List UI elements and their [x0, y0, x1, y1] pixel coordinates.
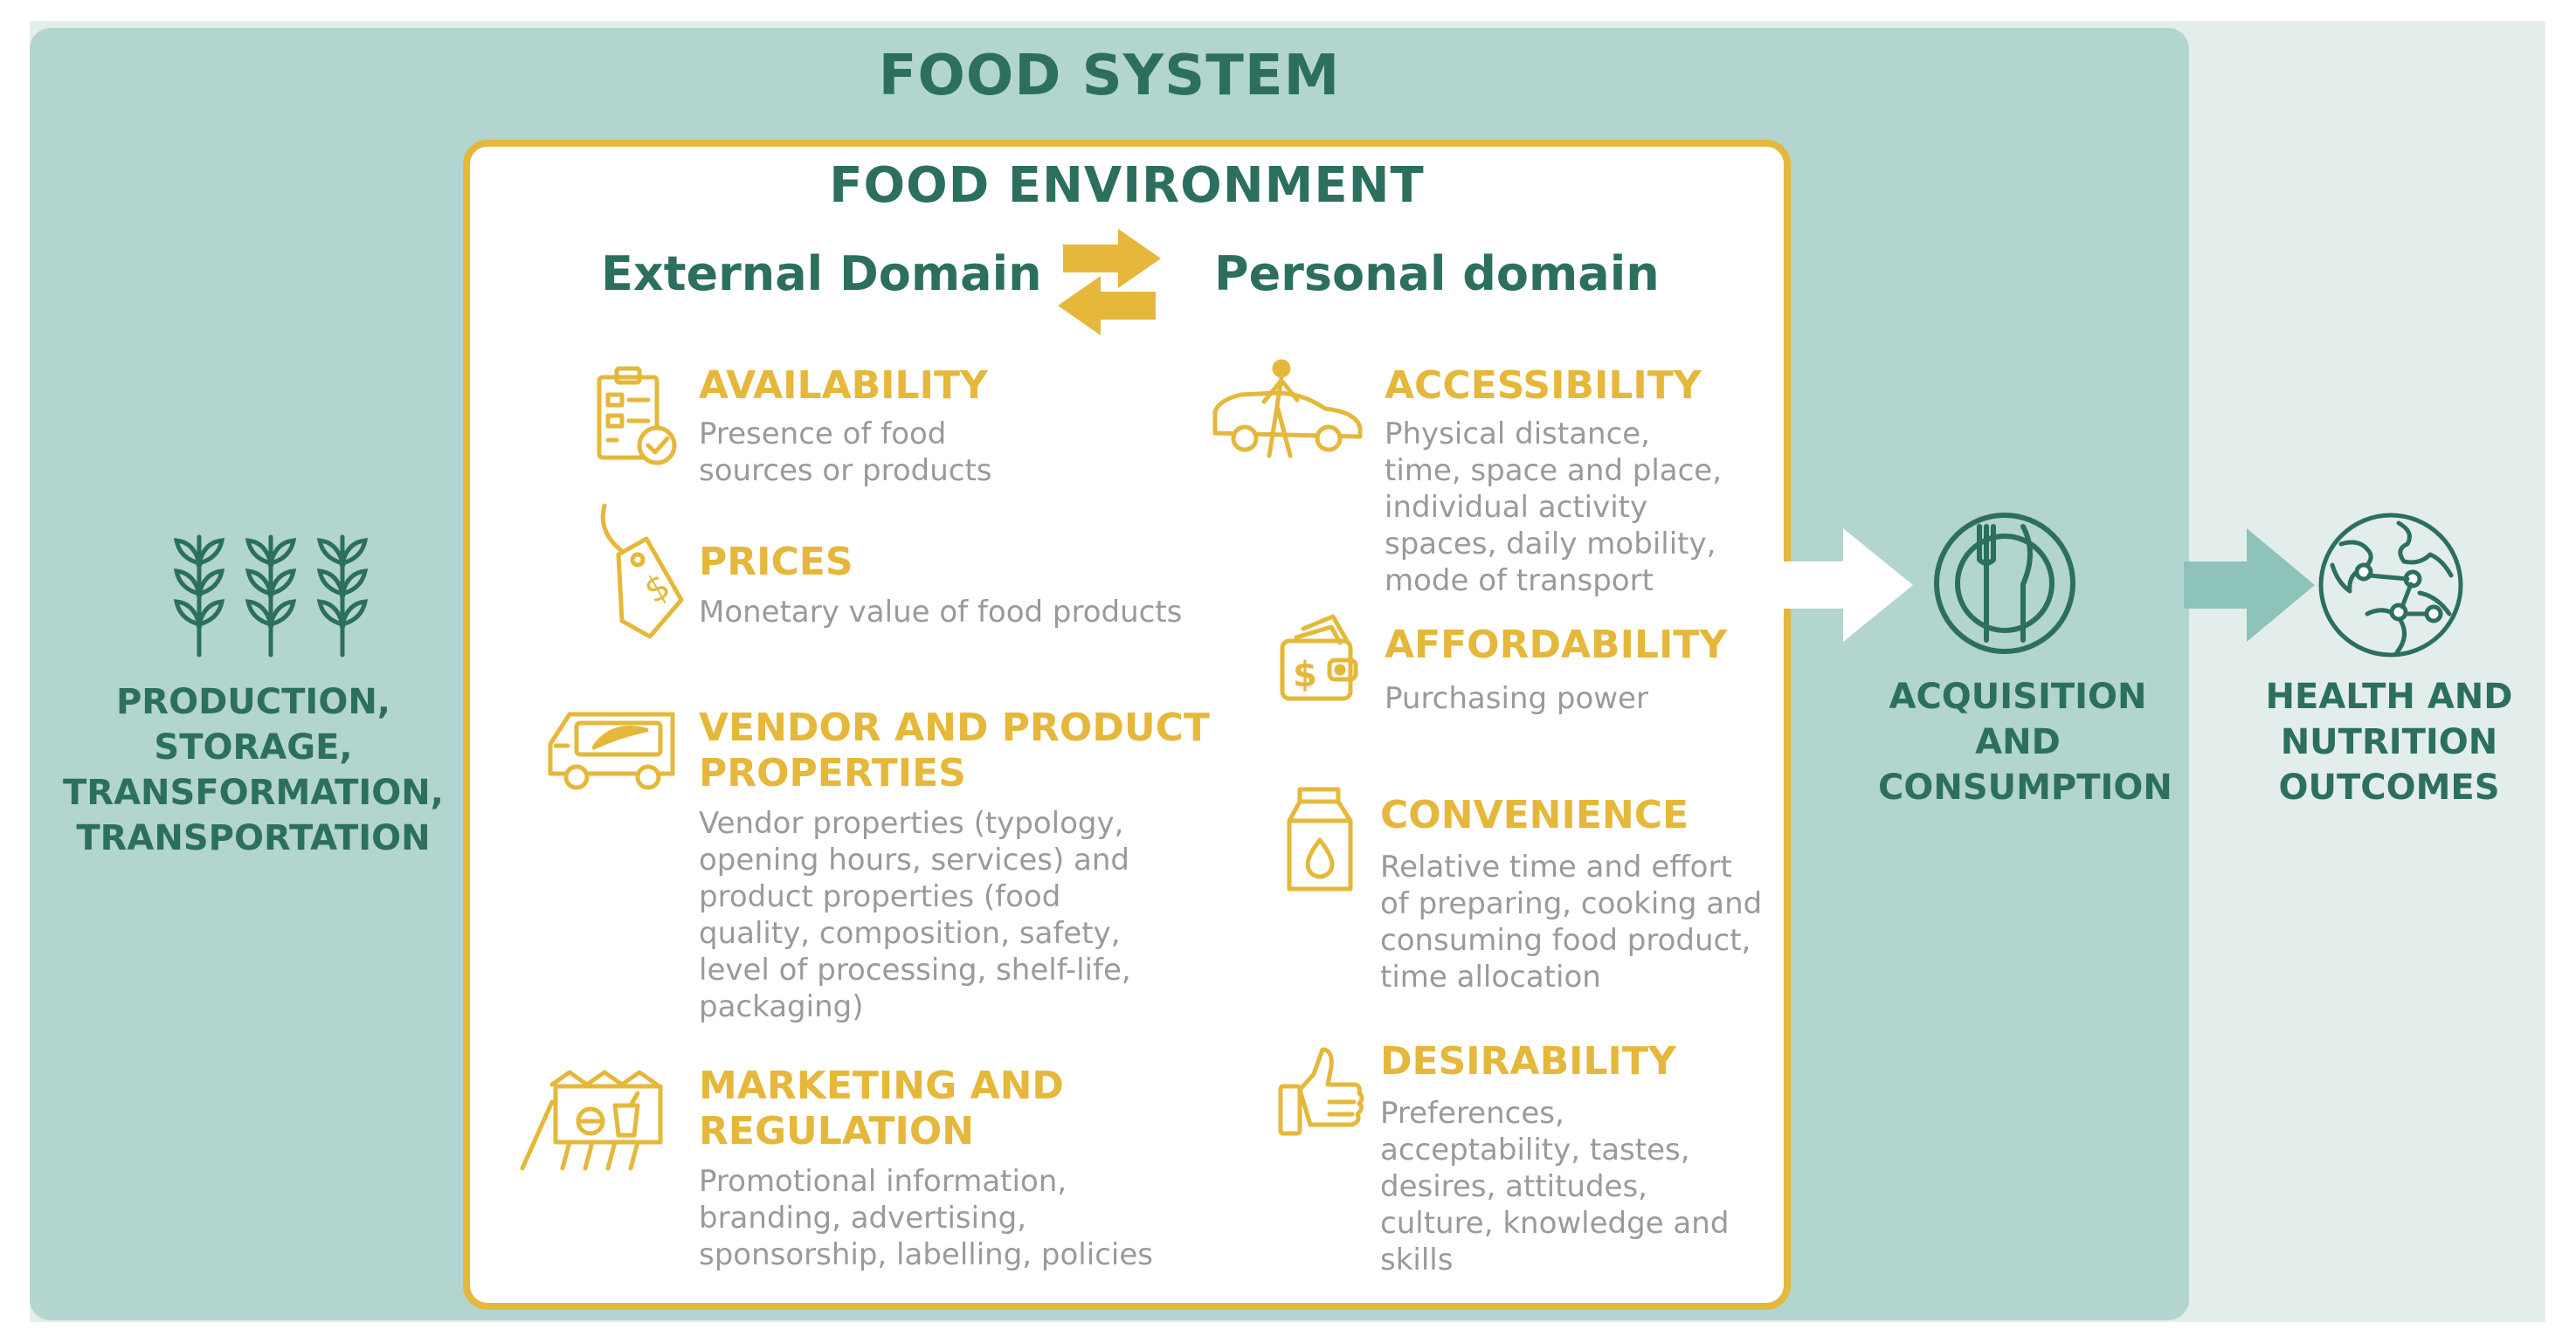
desirability-block: DESIRABILITY Preferences, acceptability,…	[1380, 1039, 1729, 1278]
external-domain-heading: External Domain	[601, 246, 1042, 301]
globe-icon	[2318, 513, 2463, 658]
affordability-description: Purchasing power	[1385, 681, 1648, 716]
acquisition-label: ACQUISITION AND CONSUMPTION	[1878, 677, 2172, 808]
prices-title: PRICES	[699, 540, 853, 584]
food-environment-panel	[463, 140, 1791, 1310]
convenience-description: Relative time and effort of preparing, c…	[1380, 850, 1763, 995]
convenience-title: CONVENIENCE	[1380, 793, 1689, 837]
food-environment-title: FOOD ENVIRONMENT	[829, 157, 1425, 214]
affordability-block: AFFORDABILITY Purchasing power	[1385, 623, 1727, 717]
availability-description: Presence of food sources or products	[699, 417, 992, 488]
food-system-title: FOOD SYSTEM	[878, 44, 1341, 108]
exchange-arrows-icon	[1058, 229, 1161, 335]
desirability-title: DESIRABILITY	[1380, 1039, 1676, 1084]
thumbs-up-icon	[1278, 1047, 1364, 1136]
prices-block: PRICES Monetary value of food products	[699, 540, 1182, 630]
accessibility-block: ACCESSIBILITY Physical distance, time, s…	[1385, 363, 1722, 599]
vendor-title: VENDOR AND PRODUCT PROPERTIES	[699, 706, 1210, 795]
billboard-icon	[520, 1070, 663, 1171]
food-truck-icon	[548, 712, 675, 790]
svg-text:$: $	[638, 566, 677, 612]
vendor-block: VENDOR AND PRODUCT PROPERTIES Vendor pro…	[699, 706, 1210, 1025]
wheat-icon	[173, 534, 369, 658]
wallet-icon: $	[1280, 614, 1358, 701]
plate-cutlery-icon	[1934, 513, 2075, 654]
outcomes-label: HEALTH AND NUTRITION OUTCOMES	[2265, 677, 2513, 808]
marketing-description: Promotional information, branding, adver…	[699, 1164, 1153, 1272]
vendor-description: Vendor properties (typology, opening hou…	[699, 806, 1131, 1024]
accessibility-description: Physical distance, time, space and place…	[1385, 417, 1723, 598]
car-person-icon	[1212, 359, 1363, 458]
accessibility-title: ACCESSIBILITY	[1385, 363, 1702, 408]
marketing-title: MARKETING AND REGULATION	[699, 1064, 1064, 1154]
personal-domain-heading: Personal domain	[1214, 246, 1660, 301]
availability-title: AVAILABILITY	[699, 363, 988, 408]
desirability-description: Preferences, acceptability, tastes, desi…	[1380, 1096, 1730, 1277]
affordability-title: AFFORDABILITY	[1385, 623, 1728, 667]
price-tag-icon: $	[600, 503, 684, 639]
prices-description: Monetary value of food products	[699, 595, 1183, 630]
arrow-to-acquisition	[1782, 528, 1913, 642]
svg-text:$: $	[1293, 655, 1317, 695]
production-label: PRODUCTION, STORAGE, TRANSFORMATION, TRA…	[63, 682, 444, 858]
marketing-block: MARKETING AND REGULATION Promotional inf…	[699, 1064, 1153, 1273]
convenience-block: CONVENIENCE Relative time and effort of …	[1380, 793, 1762, 995]
milk-carton-icon	[1287, 787, 1353, 892]
availability-block: AVAILABILITY Presence of food sources or…	[699, 363, 992, 489]
arrow-to-outcomes	[2184, 528, 2315, 642]
checklist-icon	[597, 366, 677, 465]
